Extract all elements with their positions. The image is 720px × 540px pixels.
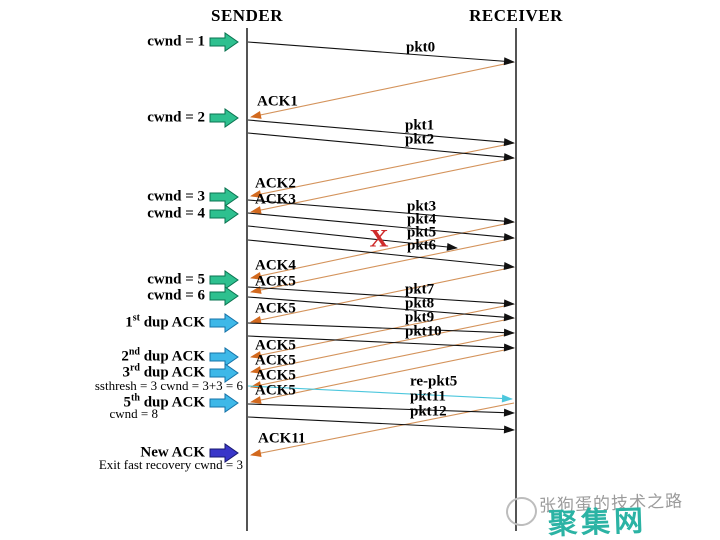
- ack-arrow-ack5-head: [250, 366, 262, 374]
- packet-arrow-pkt0-head: [503, 57, 515, 66]
- packet-arrow-pkt8-head: [503, 313, 515, 322]
- cwnd-block-arrow-icon: [209, 204, 239, 224]
- packet-arrow-pkt6-head: [503, 262, 515, 270]
- ack-arrow-ack11-line: [250, 402, 515, 456]
- packet-arrow-pkt5-head: [446, 242, 458, 251]
- packet-arrow-pkt10-line: [247, 335, 515, 349]
- ack-arrow-ack4-line: [250, 221, 515, 279]
- ack-arrow-ack5-line: [250, 303, 515, 358]
- dup-ack-block-arrow-icon: [209, 393, 239, 413]
- ack-arrow-ack5-line: [250, 266, 515, 323]
- ack-arrow-ack11-head: [250, 449, 262, 457]
- ack-arrow-ack1-head: [250, 111, 262, 119]
- ack-arrow-ack4-head: [250, 272, 262, 280]
- packet-arrow-pkt11-head: [503, 408, 515, 417]
- packet-arrow-pkt4-line: [247, 212, 515, 239]
- packet-arrow-pkt0-line: [247, 41, 515, 63]
- packet-arrow-pkt7-line: [247, 286, 515, 305]
- packet-arrow-pkt1-head: [503, 138, 515, 147]
- cwnd-block-arrow-icon: [209, 108, 239, 128]
- cwnd-block-arrow-icon: [209, 270, 239, 290]
- packet-arrow-re-pkt5-head: [501, 394, 513, 403]
- cwnd-block-arrow-icon: [209, 187, 239, 207]
- ack-arrow-ack5-line: [250, 317, 515, 373]
- cwnd-block-arrow-icon: [209, 32, 239, 52]
- ack-arrow-ack5-head: [250, 351, 262, 359]
- packet-arrow-pkt7-head: [503, 299, 515, 308]
- packet-arrow-pkt3-line: [247, 199, 515, 223]
- ack-arrow-ack5-line: [250, 347, 515, 403]
- ack-arrow-ack3-head: [250, 206, 262, 214]
- ack-arrow-ack2-line: [250, 142, 515, 197]
- packet-arrow-pkt10-head: [503, 343, 515, 352]
- ack-arrow-ack5-line: [250, 332, 515, 388]
- receiver-title: RECEIVER: [469, 6, 563, 25]
- packet-arrow-pkt3-head: [503, 217, 515, 226]
- ack-arrow-ack5-head: [250, 396, 262, 404]
- packet-arrow-pkt5-line: [247, 225, 458, 249]
- cwnd-block-arrow-icon: [209, 286, 239, 306]
- dup-ack-block-arrow-icon: [209, 363, 239, 383]
- packet-arrow-pkt1-line: [247, 119, 515, 144]
- packet-arrow-pkt2-line: [247, 132, 515, 159]
- packet-loss-x-marker: X: [369, 225, 389, 253]
- dup-ack-block-arrow-icon: [209, 347, 239, 367]
- ack-arrow-ack1-line: [250, 61, 515, 118]
- packet-arrow-re-pkt5-line: [247, 385, 513, 400]
- packet-arrow-pkt4-head: [503, 233, 515, 242]
- packet-arrow-pkt6-line: [247, 239, 515, 268]
- sender-title: SENDER: [211, 6, 283, 25]
- ack-arrow-ack5-head: [250, 316, 262, 324]
- new-ack-block-arrow-icon: [209, 443, 239, 463]
- packet-arrow-pkt2-head: [503, 153, 515, 162]
- packet-arrow-pkt11-line: [247, 403, 515, 414]
- ack-arrow-ack5-line: [250, 237, 515, 293]
- packet-arrow-pkt12-head: [503, 425, 515, 434]
- packet-arrow-pkt8-line: [247, 296, 515, 319]
- packet-arrow-pkt9-head: [503, 328, 515, 337]
- packet-arrow-pkt12-line: [247, 416, 515, 431]
- ack-arrow-ack2-head: [250, 190, 262, 198]
- ack-arrow-ack3-line: [250, 157, 515, 213]
- dup-ack-block-arrow-icon: [209, 313, 239, 333]
- packet-arrow-pkt9-line: [247, 322, 515, 334]
